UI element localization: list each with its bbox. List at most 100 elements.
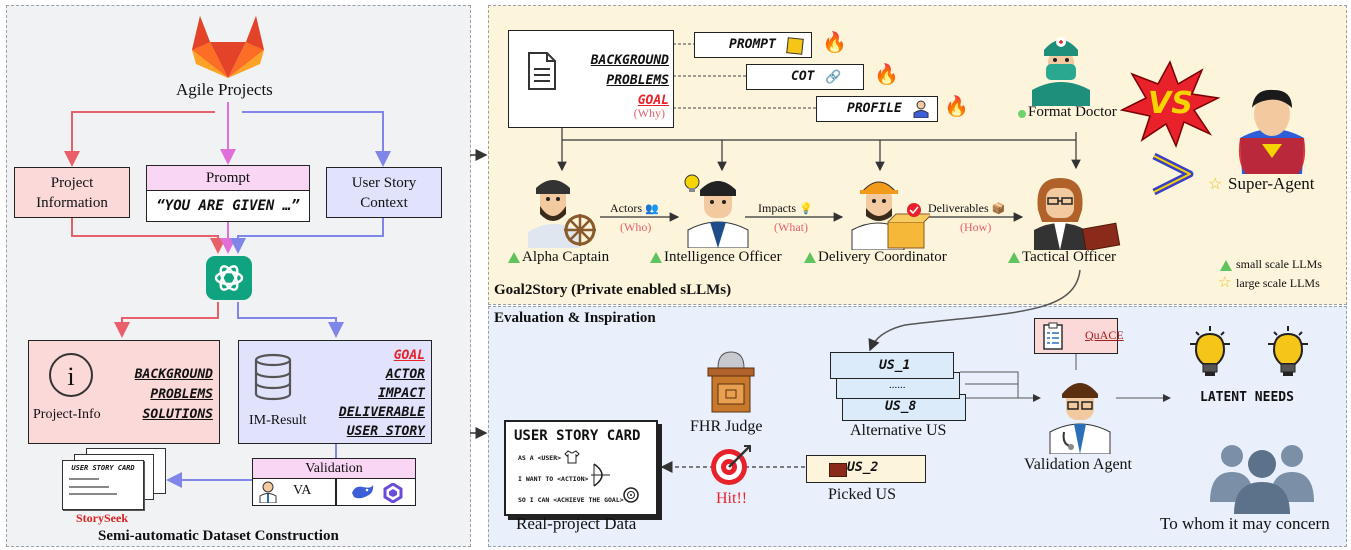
solutions-item: SOLUTIONS [142, 407, 213, 422]
goal-document-items: BACKGROUND PROBLEMS GOAL [591, 51, 669, 111]
people-icon: 👥 [645, 203, 659, 215]
format-doctor-avatar [1028, 28, 1094, 106]
doc-background-item: BACKGROUND [590, 53, 669, 68]
goal-target-icon [622, 486, 640, 504]
va-divider [335, 479, 337, 505]
cot-tag-box: COT 🔗 [746, 64, 864, 90]
cot-tag-label: COT [791, 69, 815, 84]
legend-large-label: large scale LLMs [1236, 276, 1320, 290]
small-llm-icon [804, 252, 816, 263]
goal2story-caption: Goal2Story (Private enabled sLLMs) [494, 282, 732, 298]
user-story-item: USER STORY [346, 424, 425, 439]
goal-document-box: BACKGROUND PROBLEMS GOAL (Why) [508, 30, 674, 128]
latent-needs-label: LATENT NEEDS [1200, 390, 1294, 405]
actors-text: Actors [610, 201, 642, 215]
lightbulb-icon [1186, 326, 1234, 382]
what-label: (What) [774, 220, 808, 234]
fhr-judge-icon [704, 348, 758, 414]
intelligence-officer-avatar [682, 172, 754, 249]
profile-tag-label: PROFILE [847, 101, 902, 116]
us-8-label: US_8 [885, 399, 917, 414]
profile-icon [913, 100, 929, 119]
vs-burst-icon: VS [1119, 60, 1221, 149]
prompt-title: Prompt [147, 166, 309, 191]
validation-agent-label: Validation Agent [1024, 456, 1132, 473]
book-icon [829, 463, 847, 477]
fire-icon: 🔥 [822, 32, 847, 54]
deliverables-label: Deliverables 📦 [928, 201, 1005, 216]
prompt-box: Prompt “YOU ARE GIVEN …” [146, 165, 310, 222]
prompt-text: “YOU ARE GIVEN …” [156, 198, 300, 214]
goal-item: GOAL [393, 348, 425, 363]
target-icon [708, 442, 754, 488]
intelligence-officer-label: Intelligence Officer [664, 249, 782, 265]
validation-agent-avatar [1044, 372, 1116, 455]
actors-label: Actors 👥 [610, 201, 659, 216]
impacts-text: Impacts [758, 201, 796, 215]
document-icon [527, 51, 557, 91]
impacts-label: Impacts 💡 [758, 201, 813, 216]
real-project-label: Real-project Data [516, 514, 637, 533]
validation-box: Validation VA [252, 458, 416, 506]
doctor-icon [259, 481, 277, 504]
tactical-officer-avatar [1028, 170, 1122, 252]
picked-us-box: US_2 [806, 455, 926, 483]
impact-item: IMPACT [378, 386, 425, 401]
greater-than-icon [1148, 152, 1196, 196]
why-label: (Why) [633, 106, 665, 120]
project-info-items: BACKGROUND PROBLEMS SOLUTIONS [135, 365, 213, 425]
prompt-tag-box: PROMPT [694, 32, 812, 58]
small-llm-legend-icon [1220, 260, 1232, 271]
super-agent-avatar [1236, 82, 1308, 174]
project-information-box: Project Information [14, 167, 130, 218]
how-label: (How) [960, 220, 992, 234]
vs-label: VS [1148, 86, 1193, 121]
va-label: VA [293, 483, 312, 498]
deepseek-logo-icon [351, 483, 375, 501]
prompt-tag-label: PROMPT [729, 37, 776, 52]
project-info-box: i Project-Info BACKGROUND PROBLEMS SOLUT… [28, 340, 220, 444]
agile-projects-label: Agile Projects [176, 80, 273, 99]
project-information-line-1: Project [50, 175, 94, 191]
us-1-label: US_1 [879, 358, 911, 373]
us-2-label: US_2 [847, 460, 879, 475]
star-icon: ☆ [1208, 176, 1223, 193]
quace-label: QuACE [1085, 328, 1124, 342]
clipboard-icon [1043, 322, 1063, 350]
lightbulb-icon [1264, 326, 1312, 382]
to-whom-label: To whom it may concern [1160, 514, 1330, 533]
story-card-stack: USER STORY CARD [58, 448, 168, 512]
quace-box: QuACE [1034, 318, 1124, 354]
fhr-judge-label: FHR Judge [690, 418, 763, 435]
user-story-context-line-2: Context [360, 195, 408, 211]
card-line-3: SO I CAN <ACHIEVE THE GOAL> [518, 496, 624, 504]
note-icon [786, 37, 804, 55]
package-icon: 📦 [991, 203, 1006, 215]
card-title: USER STORY CARD [514, 428, 641, 444]
bulb-icon: 💡 [799, 203, 813, 215]
user-story-context-box: User Story Context [326, 167, 442, 218]
card-line-1: AS A <USER> [518, 454, 562, 462]
chatgpt-icon [206, 256, 252, 300]
tactical-officer-label: Tactical Officer [1022, 249, 1117, 265]
delivery-coordinator-avatar [848, 170, 934, 251]
im-result-items: GOAL ACTOR IMPACT DELIVERABLE USER STORY [339, 346, 425, 441]
doc-problems-item: PROBLEMS [606, 73, 669, 88]
evaluation-title: Evaluation & Inspiration [494, 310, 656, 326]
large-llm-legend-icon: ☆ [1218, 275, 1232, 291]
deliverable-item: DELIVERABLE [338, 405, 425, 420]
fire-icon: 🔥 [944, 96, 969, 118]
card-line-2: I WANT TO <ACTION> [518, 475, 589, 483]
shirt-icon [564, 450, 580, 464]
user-story-context-line-1: User Story [351, 175, 417, 191]
small-llm-icon [508, 252, 520, 263]
small-llm-icon [1008, 252, 1020, 263]
validation-title: Validation [253, 459, 415, 479]
user-story-card: USER STORY CARD AS A <USER> I WANT TO <A… [504, 420, 658, 516]
picked-us-label: Picked US [828, 486, 896, 503]
background-item: BACKGROUND [134, 367, 213, 382]
fire-icon: 🔥 [874, 64, 899, 86]
us-dots-label: ...... [889, 379, 906, 391]
project-information-line-2: Information [36, 195, 108, 211]
format-doctor-label: Format Doctor [1028, 104, 1117, 120]
